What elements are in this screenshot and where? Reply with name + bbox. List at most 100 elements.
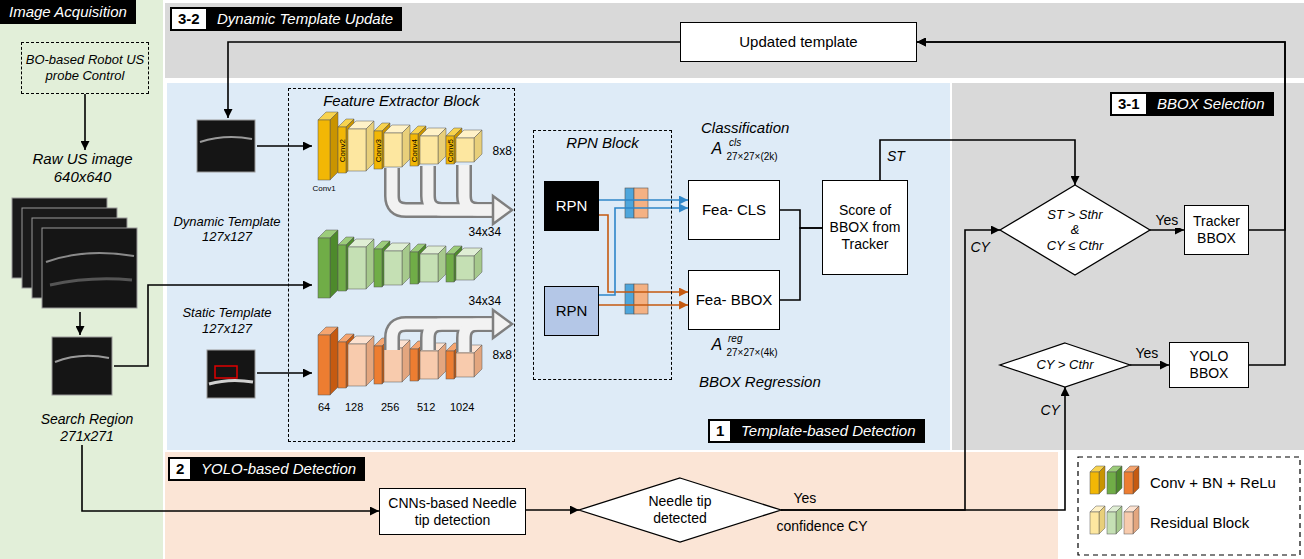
rpn-box: RPN [544, 286, 599, 336]
channel-label: 128 [345, 401, 363, 414]
template-image: Static Template 127x127 [172, 305, 282, 400]
dynamic-template-image [197, 120, 255, 172]
text-wrap: CNNs-based Needle tip detection [383, 495, 522, 529]
section-title: BBOX Selection [1148, 92, 1274, 116]
step-tag: 3-2 [170, 7, 208, 31]
control-box: BO-based Robot US probe Control [21, 42, 149, 94]
template-image: Dynamic Template 127x127 [172, 118, 282, 245]
math-symbol: A [712, 336, 723, 354]
cube [318, 112, 338, 180]
panel-ground [167, 83, 950, 450]
text-wrap: RPN [556, 302, 588, 320]
image-caption: Static Template 127x127 [172, 305, 282, 336]
node-text: Needle tip detected [635, 493, 725, 527]
section-panel: 3-2Dynamic Template UpdateUpdated templa… [165, 3, 1304, 78]
decision-diamond: ST > Sthr&CY ≤ Cthr [1000, 185, 1150, 275]
feature-fusion-arrow [392, 165, 512, 352]
node-text: Updated template [739, 33, 857, 51]
process-box: Tracker BBOX [1184, 205, 1249, 255]
static-template-image [207, 350, 255, 398]
output-label: BBOX Regression [699, 373, 821, 390]
cube [456, 130, 482, 162]
connector [917, 42, 1285, 365]
channel-label: 512 [417, 401, 435, 414]
panel-ground [165, 3, 1304, 78]
connector [526, 509, 579, 511]
section-panel: 2YOLO-based DetectionCNNs-based Needle t… [165, 452, 1058, 559]
process-box: CNNs-based Needle tip detection [379, 488, 526, 535]
cube [456, 248, 482, 280]
section-panel: Image AcquisitionBO-based Robot US probe… [0, 0, 163, 559]
node-text: Fea- BBOX [696, 291, 773, 309]
cube [348, 239, 374, 289]
channel-label: 64 [318, 401, 330, 414]
text-wrap: BO-based Robot US probe Control [25, 52, 145, 83]
process-box: Fea- CLS [688, 180, 780, 240]
image-stack: Raw US image 640x640 [5, 150, 160, 312]
legend-box [1078, 457, 1300, 555]
backbone-cubes [318, 112, 1139, 534]
legend-text: Conv + BN + ReLu [1150, 474, 1276, 491]
text-wrap: CY > Cthr [1036, 357, 1093, 373]
panel-ground [165, 452, 1058, 559]
ultrasound-stack [12, 198, 137, 308]
step-tag: 2 [168, 457, 192, 481]
math-superscript: reg [728, 333, 742, 345]
size-label: 8x8 [493, 349, 512, 363]
connector [599, 215, 688, 292]
cube [384, 125, 410, 167]
section-title: Template-based Detection [732, 419, 925, 443]
connector [780, 228, 822, 300]
channel-label: 1024 [450, 401, 474, 414]
feature-maps [625, 188, 648, 314]
connector [228, 42, 680, 118]
image-caption: Search Region 271x271 [32, 411, 142, 445]
math-subscript: 27×27×(2k) [727, 151, 778, 163]
section-title: YOLO-based Detection [192, 457, 365, 481]
math-symbol: A [712, 140, 723, 158]
section-title: Dynamic Template Update [208, 7, 402, 31]
node-text: RPN [556, 197, 588, 215]
section-title: Image Acquisition [0, 0, 136, 24]
cube [1107, 466, 1122, 494]
connector [82, 445, 379, 511]
math-subscript: 27×27×(4k) [727, 347, 778, 359]
cube [348, 336, 374, 386]
cube [420, 128, 446, 164]
group-box: Feature Extractor Block [288, 88, 515, 442]
edge-label: Yes [1154, 212, 1181, 228]
layer-label: Conv4 [409, 139, 418, 162]
text-wrap: Tracker BBOX [1188, 213, 1245, 247]
layer-label: Conv3 [373, 139, 382, 162]
cube [420, 246, 446, 282]
connector [781, 387, 1065, 510]
input-arrow [114, 146, 312, 373]
node-text: CNNs-based Needle tip detection [383, 495, 522, 529]
group-title: Feature Extractor Block [289, 92, 514, 110]
text-wrap: Updated template [739, 33, 857, 51]
edge-label: Yes [1134, 345, 1161, 361]
section-panel: 1Template-based DetectionDynamic Templat… [167, 83, 950, 450]
size-label: 34x34 [469, 295, 502, 309]
cube [318, 327, 338, 395]
text-wrap: RPN [556, 197, 588, 215]
decision-diamond: CY > Cthr [1000, 343, 1130, 387]
process-box: Score of BBOX from Tracker [822, 180, 908, 275]
node-text: Fea- CLS [702, 201, 766, 219]
connector [599, 208, 688, 295]
connector [780, 210, 822, 228]
cube [384, 243, 410, 285]
cube [1124, 466, 1139, 494]
search-region-image [52, 337, 112, 395]
branch-label: confidence CY [777, 518, 868, 534]
connector [599, 199, 688, 201]
text-wrap: Score of BBOX from Tracker [826, 202, 904, 252]
process-box: Fea- BBOX [688, 270, 780, 330]
cube [1107, 506, 1122, 534]
panel-ground [952, 83, 1304, 450]
node-text: & [1047, 222, 1104, 238]
layer-label: Conv1 [313, 184, 336, 193]
cube [1090, 466, 1105, 494]
image-caption: Raw US image 640x640 [5, 150, 160, 186]
connector [1130, 364, 1169, 366]
